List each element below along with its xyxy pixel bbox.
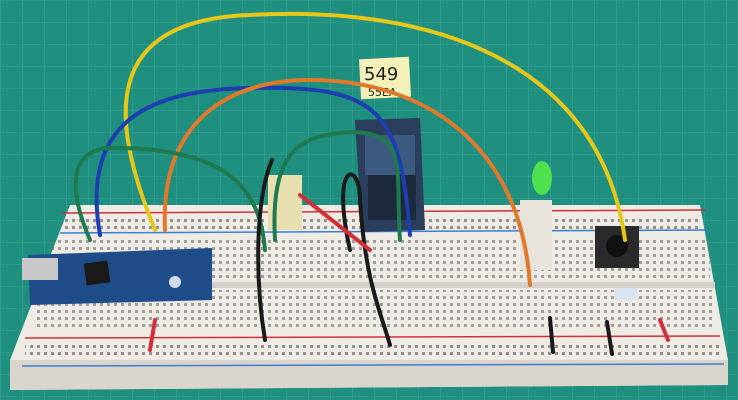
led — [532, 161, 552, 195]
resistor — [615, 288, 637, 300]
sticky-note: 549 55EA — [358, 56, 412, 100]
jumper-wires — [73, 11, 670, 356]
sticky-note-line1: 549 — [364, 64, 398, 85]
led-holder — [520, 200, 552, 270]
arduino-nano — [22, 248, 212, 305]
push-button-cap — [606, 235, 628, 257]
